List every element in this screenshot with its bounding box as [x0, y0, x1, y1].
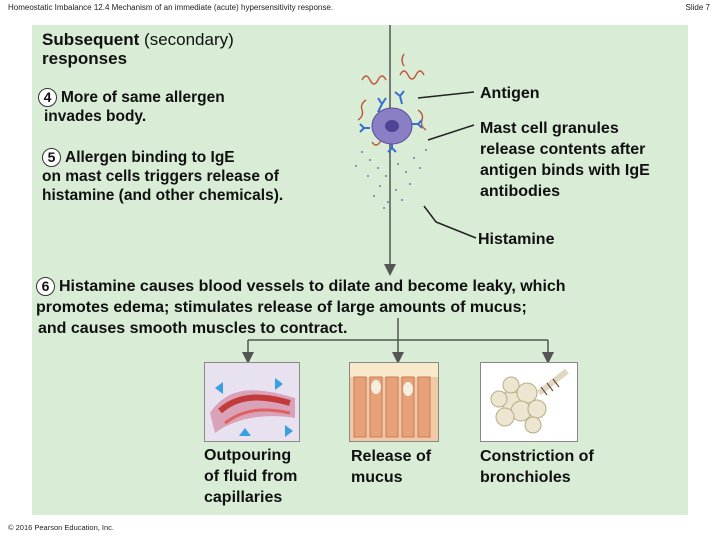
- capillary-image: [204, 362, 300, 442]
- effect-label-capillaries: Outpouring of fluid from capillaries: [204, 445, 297, 508]
- step-4-line1: More of same allergen: [61, 89, 225, 106]
- label-mast-line4: antibodies: [480, 183, 561, 200]
- title-main: Subsequent: [42, 30, 140, 49]
- label-mast-line3: antigen binds with IgE: [480, 162, 650, 179]
- step-5-line2: on mast cells triggers release of: [42, 168, 279, 185]
- step-number-badge: 6: [36, 277, 55, 296]
- effect-2-line1: Release of: [351, 448, 432, 465]
- slide-header-title: Homeostatic Imbalance 12.4 Mechanism of …: [8, 3, 334, 12]
- effect-1-line2: of fluid from: [204, 468, 298, 485]
- label-mast-cell-granules: Mast cell granules release contents afte…: [480, 118, 650, 202]
- effect-1-line3: capillaries: [204, 489, 283, 506]
- mast-cell-nucleus: [385, 120, 399, 132]
- copyright-footer: © 2016 Pearson Education, Inc.: [8, 523, 115, 532]
- effect-label-bronchioles: Constriction of bronchioles: [480, 446, 594, 488]
- leader-mast-cell: [427, 124, 475, 141]
- title-line2: responses: [42, 49, 128, 68]
- effect-label-mucus: Release of mucus: [351, 446, 431, 488]
- section-title: Subsequent (secondary) responses: [42, 30, 234, 68]
- step-4-line2: invades body.: [44, 108, 147, 125]
- effect-3-line1: Constriction of: [480, 448, 594, 465]
- step-6-line3: and causes smooth muscles to contract.: [38, 320, 348, 337]
- leader-antigen: [417, 91, 475, 99]
- antibody-icons: [359, 90, 423, 153]
- step-6-line2: promotes edema; stimulates release of la…: [36, 299, 527, 316]
- leader-histamine: [423, 205, 477, 239]
- bronchioles-image: [480, 362, 578, 442]
- effect-1-line1: Outpouring: [204, 447, 292, 464]
- step-6-line1: Histamine causes blood vessels to dilate…: [59, 278, 566, 295]
- label-mast-line2: release contents after: [480, 141, 646, 158]
- step-5-line3: histamine (and other chemicals).: [42, 187, 284, 204]
- step-5-line1: Allergen binding to IgE: [65, 149, 235, 166]
- mucus-image: [349, 362, 439, 442]
- label-antigen: Antigen: [480, 85, 540, 102]
- slide-number: Slide 7: [685, 3, 710, 12]
- effect-3-line2: bronchioles: [480, 469, 571, 486]
- label-mast-line1: Mast cell granules: [480, 120, 619, 137]
- effect-2-line2: mucus: [351, 469, 403, 486]
- title-paren: (secondary): [144, 30, 234, 49]
- label-histamine: Histamine: [478, 231, 555, 248]
- granule-dots: [355, 149, 427, 209]
